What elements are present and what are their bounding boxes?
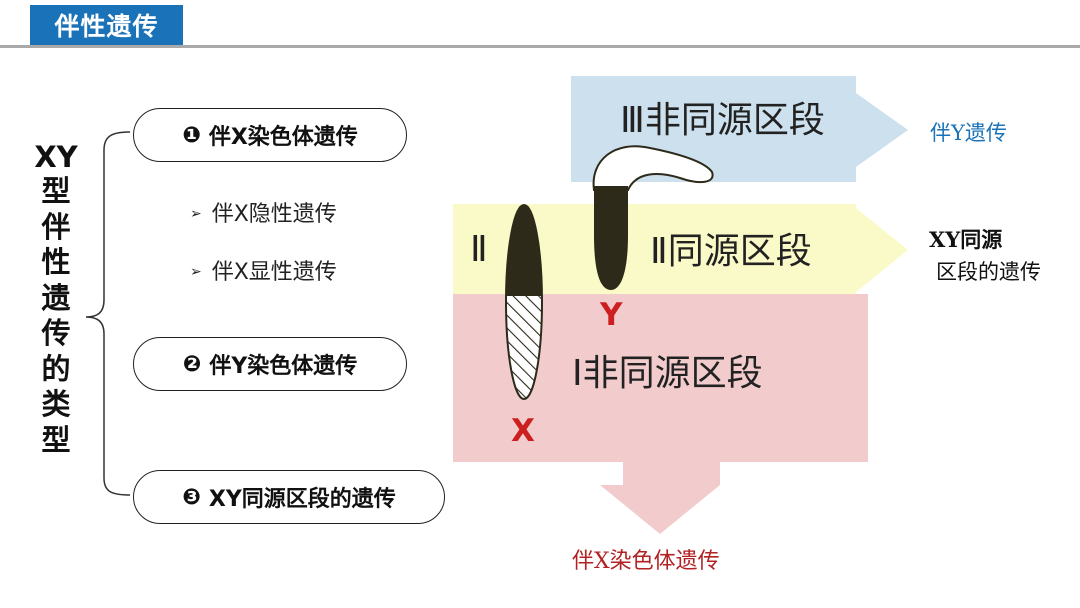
type-label: 伴X染色体遗传 — [208, 125, 358, 150]
title-char: Y — [56, 140, 78, 174]
header-title: 伴性遗传 — [30, 5, 183, 45]
sub-item-label: 伴X显性遗传 — [211, 260, 337, 285]
title-line-xy: XY — [28, 140, 84, 174]
zone-left-marker: Ⅱ — [470, 229, 488, 270]
title-char: 类 — [41, 387, 71, 421]
zone-bottom-label: Ⅰ非同源区段 — [572, 353, 763, 394]
title-char: 性 — [41, 245, 71, 279]
x-chromosome-outline — [505, 204, 543, 400]
y-chromosome-body — [594, 186, 628, 290]
y-chromosome-arm — [592, 145, 714, 191]
title-char: 遗 — [41, 280, 71, 315]
title-char: 的 — [41, 351, 71, 386]
sub-item-recessive: ➢ 伴X隐性遗传 — [190, 196, 337, 228]
title-char: 型 — [41, 422, 71, 457]
number-bullet-icon: ❶ — [182, 122, 201, 148]
curly-brace — [85, 131, 131, 496]
type-pill-x-linked: ❶ 伴X染色体遗传 — [133, 108, 407, 162]
type-pill-xy-homologous: ❸ XY同源区段的遗传 — [133, 470, 445, 524]
side-label-homologous-line2: 区段的遗传 — [936, 260, 1041, 284]
type-label: XY同源区段的遗传 — [208, 487, 396, 512]
title-char: 传 — [41, 316, 71, 350]
arrow-bullet-icon: ➢ — [190, 206, 202, 222]
side-label-x-linked: 伴X染色体遗传 — [572, 549, 720, 574]
zone-middle-arrow — [453, 204, 908, 294]
number-bullet-icon: ❷ — [182, 351, 202, 377]
title-char: X — [34, 140, 57, 174]
side-label-homologous-line1: XY同源 — [929, 227, 1003, 252]
type-label: 伴Y染色体遗传 — [209, 354, 358, 379]
zone-middle-label: Ⅱ同源区段 — [650, 231, 812, 272]
header-divider — [0, 45, 1080, 48]
zone-top-label: Ⅲ非同源区段 — [620, 100, 825, 141]
title-char: 型 — [41, 174, 71, 208]
type-pill-y-linked: ❷ 伴Y染色体遗传 — [133, 337, 407, 391]
side-label-y-linked: 伴Y遗传 — [930, 121, 1007, 145]
arrow-bullet-icon: ➢ — [190, 264, 202, 280]
zone-bottom-arrow — [453, 294, 868, 534]
chromosome-x-label: X — [511, 413, 535, 449]
title-char: 伴 — [41, 209, 71, 244]
sub-item-label: 伴X隐性遗传 — [211, 202, 337, 227]
sub-item-dominant: ➢ 伴X显性遗传 — [190, 254, 337, 286]
number-bullet-icon: ❸ — [182, 484, 201, 510]
main-vertical-title: XY 型 伴 性 遗 传 的 类 型 — [28, 140, 84, 458]
chromosome-y-label: Y — [600, 297, 623, 333]
